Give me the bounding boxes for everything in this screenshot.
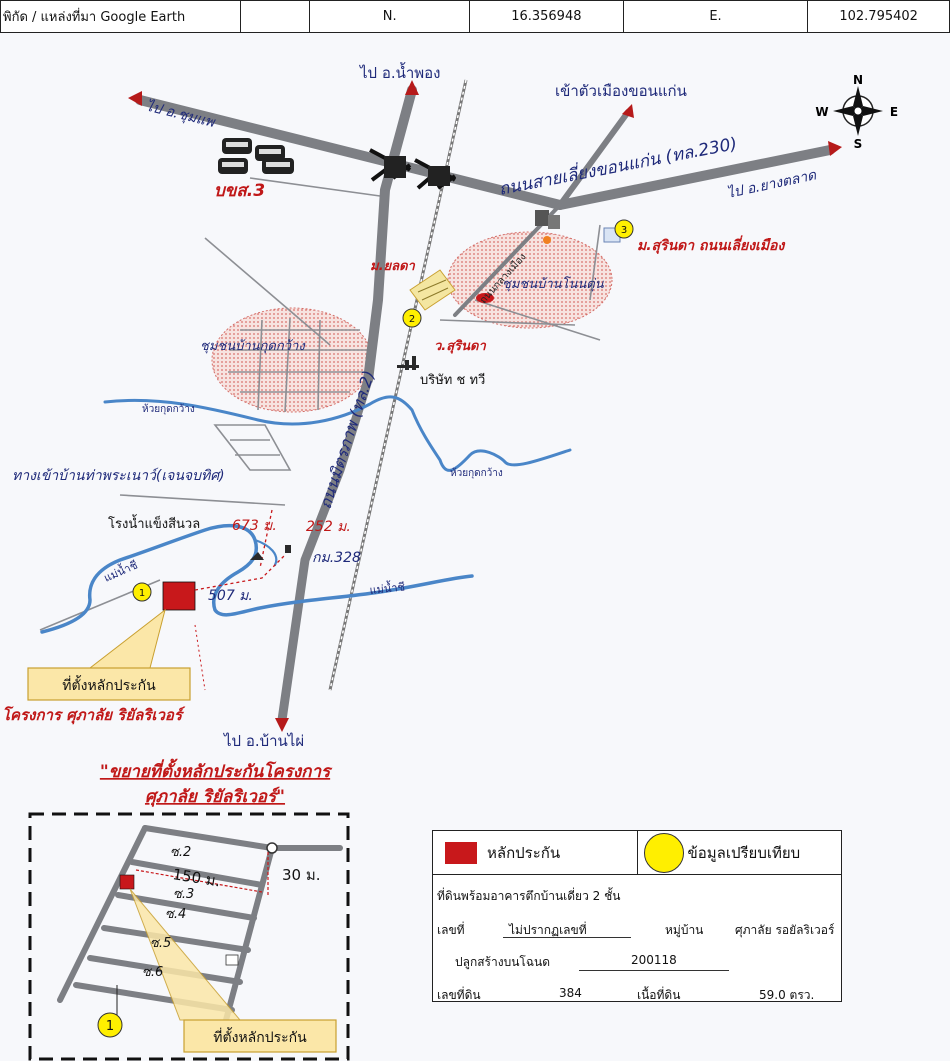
label-dist-507: 507 ม. [208,588,253,604]
road-to-nam-phong [363,85,417,385]
chum-phae-road [135,95,565,210]
village-value: ศุภาลัย รอยัลริเวอร์ [735,923,835,937]
number-value: ไม่ปรากฏเลขที่ [509,923,587,937]
label-river-2: แม่น้ำชี [369,578,406,597]
road-to-khon-kaen [557,109,631,208]
legend-collateral-label: หลักประกัน [487,843,561,862]
inset-callout-text: ที่ตั้งหลักประกัน [213,1027,307,1046]
rivers [40,395,572,634]
inset-soi-3: ซ.3 [173,887,194,902]
deed-value: 200118 [631,953,677,967]
compass-s: S [854,137,863,151]
label-bus-terminal: บขส.3 [214,181,265,201]
route-dashed [194,554,286,591]
compass-e: E [890,105,898,119]
yolada-village [409,269,456,311]
inset-soi-4: ซ.4 [165,907,186,922]
legend-key-row: หลักประกัน ข้อมูลเปรียบเทียบ [433,831,841,875]
label-company: บริษัท ช ทวี [420,372,485,388]
compass-n: N [853,73,863,87]
label-community-non-ton: ชุมชนบ้านโนนตุ่น [502,276,605,292]
label-ice-factory: โรงน้ำแข็งสีนวล [108,514,200,532]
label-to-nam-phong: ไป อ.น้ำพอง [359,62,441,82]
label-dist-252: 252 ม. [306,519,351,535]
label-to-ban-phai: ไป อ.บ้านไผ่ [223,732,304,750]
community-kut-kwang-area [211,307,373,413]
e-label: E. [624,1,809,32]
inset-marker-1: 1 [106,1019,114,1034]
village-label: หมู่บ้าน [665,923,704,937]
header-spacer [241,1,311,32]
svg-text:1: 1 [139,588,145,599]
collateral-callout: ที่ตั้งหลักประกัน [27,608,191,701]
property-type: ที่ดินพร้อมอาคารตึกบ้านเดี่ยว 2 ชั้น [437,889,621,903]
comparison-swatch [643,832,684,873]
inset-soi-5: ซ.5 [150,936,171,951]
coordinate-header: พิกัด / แหล่งที่มา Google Earth N. 16.35… [0,0,950,33]
bus-terminal-icon [218,138,294,174]
creek-kut-kwang [103,395,572,472]
comparison-marker-2: 2 [402,308,422,328]
callout-text: ที่ตั้งหลักประกัน [62,675,156,694]
inset-dist-30: 30 ม. [282,866,321,884]
deed-label: ปลูกสร้างบนโฉนด [455,955,551,969]
river-chi [40,523,474,634]
label-to-chum-phae: ไป อ.ชุมแพ [144,97,218,131]
n-label: N. [310,1,471,32]
label-km-328: กม.328 [312,550,361,566]
site-icons [250,356,419,560]
label-to-khon-kaen-city: เข้าตัวเมืองขอนแก่น [555,82,687,100]
compass-rose: N S W E [815,73,898,151]
bypass-road-230 [555,145,835,210]
main-roads [135,85,835,725]
direction-arrows [128,80,842,732]
minor-roads [39,177,601,631]
number-label: เลขที่ [437,923,465,937]
overpasses [369,148,457,190]
comparison-marker-3: 3 [614,219,634,239]
comparison-marker-1: 1 [132,582,152,602]
collateral-site-marker [162,581,196,611]
collateral-swatch [445,841,477,864]
e-value: 102.795402 [839,9,918,24]
inset-title-line1: "ขยายที่ตั้งหลักประกันโครงการ [100,758,333,782]
deed-underline [579,970,729,971]
svg-text:3: 3 [621,225,627,236]
legend-collateral: หลักประกัน [433,831,638,874]
label-project-name: โครงการ ศุภาลัย ริยัลริเวอร์ [2,705,186,725]
label-community-kut-kwang: ชุมชนบ้านกุดกว้าง [200,339,306,354]
inset-title-line2: ศุภาลัย ริยัลริเวอร์" [145,786,285,807]
svg-text:2: 2 [409,314,415,325]
label-v-surinda: ว.สุรินดา [434,339,486,354]
legend-comparison: ข้อมูลเปรียบเทียบ [638,831,842,874]
label-dist-673: 673 ม. [232,518,277,534]
label-creek-1: ห้วยกุดกว้าง [142,403,195,415]
mittraphap-road [277,375,373,725]
label-creek-2: ห้วยกุดกว้าง [450,467,503,479]
label-m-yolada: ม.ยลดา [370,259,416,274]
number-underline [503,937,631,938]
label-entrance: ทางเข้าบ้านท่าพระเนาว์(เจนจบทิศ) [12,467,225,484]
legend-comparison-label: ข้อมูลเปรียบเทียบ [687,843,801,862]
area-label: เนื้อที่ดิน [637,988,681,1002]
hotel-icon [535,210,560,244]
inset-soi-6: ซ.6 [142,965,163,980]
land-no-label: เลขที่ดิน [437,988,481,1002]
n-value: 16.356948 [470,1,624,32]
area-value: 59.0 ตรว. [759,988,815,1002]
red-car-icon [476,293,494,303]
label-village-3: ม.สุรินดา ถนนเลี่ยงเมือง [637,235,785,254]
land-no-value: 384 [559,986,582,1000]
compass-w: W [815,105,828,119]
inset-map: 1 ที่ตั้งหลักประกัน ซ.2 ซ.3 ซ.4 ซ.5 ซ.6 … [28,812,350,1061]
inset-soi-2: ซ.2 [170,845,191,860]
legend-panel: หลักประกัน ข้อมูลเปรียบเทียบ ที่ดินพร้อม… [432,830,842,1002]
source-label: พิกัด / แหล่งที่มา Google Earth [1,1,241,32]
